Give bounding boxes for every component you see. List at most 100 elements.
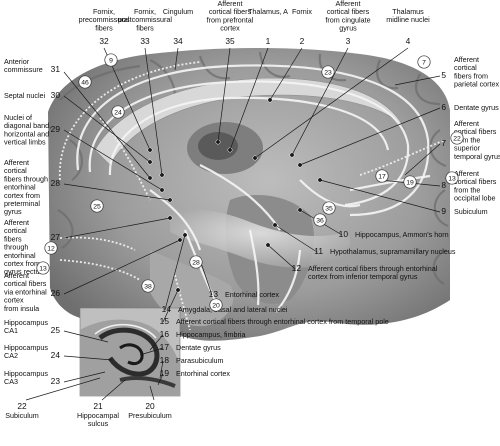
label-text: temporal gyrus — [454, 152, 500, 161]
label-text: Hippocampus — [4, 343, 48, 352]
label-text: Afferent cortical fibers through entorhi… — [176, 317, 389, 326]
left-label-leader-26 — [63, 239, 181, 295]
right-label-15: Afferent cortical fibers through entorhi… — [160, 289, 389, 326]
label-text: Presubiculum — [128, 411, 172, 420]
label-number: 31 — [51, 64, 61, 74]
marker-text: 22 — [453, 135, 461, 142]
label-number: 20 — [145, 401, 155, 411]
label-number: 17 — [160, 342, 170, 352]
label-text: cortical fibers — [4, 279, 47, 288]
marker-text: 20 — [212, 302, 220, 309]
label-number: 10 — [339, 229, 349, 239]
label-text: gyrus — [4, 207, 22, 216]
label-number: 33 — [140, 36, 150, 46]
marker-circle — [321, 65, 335, 79]
label-text: fibers — [136, 23, 154, 32]
marker-text: 36 — [316, 217, 324, 224]
marker-text: 38 — [144, 283, 152, 290]
label-text: cortex from inferior temporal gyrus — [308, 272, 418, 281]
circle-marker-12: 12 — [44, 241, 58, 255]
label-number: 25 — [51, 325, 61, 335]
right-label-17: Dentate gyrus 17 — [139, 342, 221, 356]
label-text: cortical fibers — [209, 7, 252, 16]
left-label-leader-30 — [63, 95, 151, 163]
inset-tissue — [80, 319, 180, 396]
label-text: fibers through — [4, 174, 48, 183]
right-label-leader-19 — [157, 373, 164, 386]
inset-lower-band — [119, 376, 176, 388]
label-number: 14 — [162, 304, 172, 314]
circle-marker-13: 13 — [445, 171, 459, 185]
label-number: 13 — [209, 289, 219, 299]
label-number: 30 — [51, 90, 61, 100]
left-label-leader-25 — [63, 330, 109, 343]
label-text: superior — [454, 144, 481, 153]
corpus-callosum — [94, 77, 406, 166]
label-text: cortex — [4, 296, 24, 305]
label-text: gyrus rectus — [4, 267, 44, 276]
label-text: Anterior — [4, 57, 30, 66]
label-number: 5 — [441, 70, 446, 80]
marker-circle — [313, 213, 327, 227]
label-text: cortical — [4, 226, 27, 235]
label-number: 27 — [51, 232, 61, 242]
label-text: Hippocampus, Ammon's horn — [355, 230, 449, 239]
label-number: 15 — [160, 316, 170, 326]
top-label-leader-1 — [229, 47, 269, 151]
label-number: 35 — [225, 36, 235, 46]
right-label-leader-16 — [149, 334, 164, 351]
label-text: Afferent — [4, 218, 29, 227]
marker-text: 7 — [422, 59, 426, 66]
label-text: Fornix — [292, 7, 312, 16]
label-number: 23 — [51, 376, 61, 386]
marker-circle — [78, 75, 92, 89]
marker-text: 46 — [81, 79, 89, 86]
label-text: CA3 — [4, 377, 18, 386]
circle-marker-25: 25 — [90, 199, 104, 213]
label-text: from cingulate — [325, 15, 370, 24]
label-number: 7 — [441, 138, 446, 148]
circle-marker-19: 19 — [403, 175, 417, 189]
label-text: entorhinal — [4, 183, 36, 192]
marker-circle — [44, 241, 58, 255]
circle-marker-35: 35 — [322, 201, 336, 215]
right-label-leader-18 — [159, 360, 164, 379]
label-text: Dentate gyrus — [176, 343, 221, 352]
label-text: diagonal band, — [4, 121, 51, 130]
label-text: from the — [454, 135, 480, 144]
top-label-leader-35 — [217, 47, 231, 143]
marker-circle — [450, 131, 464, 145]
inset-dentate — [119, 343, 144, 366]
label-text: Hypothalamus, supramamillary nucleus — [330, 247, 456, 256]
marker-circle — [322, 201, 336, 215]
top-label-leader-3 — [291, 47, 349, 156]
label-number: 3 — [346, 36, 351, 46]
label-text: from the — [454, 185, 480, 194]
label-text: fibers — [95, 23, 113, 32]
left-label-leader-31 — [63, 71, 151, 179]
label-text: Hippocampus — [4, 369, 48, 378]
label-text: commissure — [4, 65, 43, 74]
right-label-leader-12 — [267, 244, 296, 270]
label-number: 6 — [441, 102, 446, 112]
marker-text: 23 — [324, 69, 332, 76]
label-number: 19 — [160, 368, 170, 378]
label-number: 9 — [441, 206, 446, 216]
marker-circle — [445, 171, 459, 185]
marker-circle — [417, 55, 431, 69]
label-text: postcommissural — [118, 15, 172, 24]
marker-circle — [209, 298, 223, 312]
label-text: vertical limbs — [4, 138, 46, 147]
bottom-label-leader-21 — [101, 379, 126, 401]
